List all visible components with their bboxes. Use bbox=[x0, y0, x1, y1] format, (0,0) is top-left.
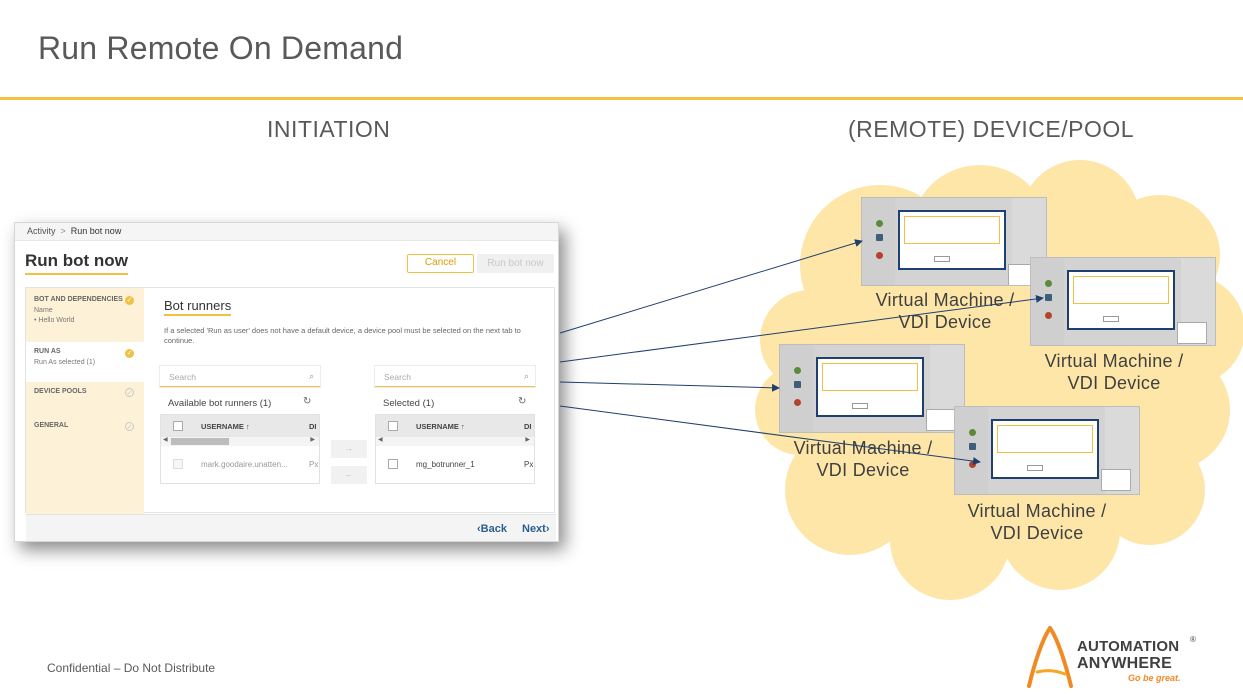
step-general[interactable]: GENERAL ✓ bbox=[34, 422, 134, 431]
confidential-footer: Confidential – Do Not Distribute bbox=[47, 661, 216, 675]
breadcrumb-separator: > bbox=[60, 226, 66, 236]
column-device[interactable]: DI bbox=[309, 422, 317, 431]
selected-heading: Selected (1) bbox=[383, 398, 435, 409]
wizard-footer: ‹Back Next› bbox=[26, 514, 556, 541]
check-icon: ✓ bbox=[125, 296, 134, 305]
vm-screen-2 bbox=[1030, 257, 1216, 346]
horizontal-scrollbar[interactable]: ◀▶ bbox=[161, 437, 319, 446]
refresh-icon[interactable]: ↻ bbox=[518, 396, 527, 407]
breadcrumb-current: Run bot now bbox=[70, 226, 122, 236]
remote-heading: (REMOTE) DEVICE/POOL bbox=[848, 116, 1135, 142]
breadcrumb-activity[interactable]: Activity bbox=[27, 226, 56, 236]
check-icon: ✓ bbox=[125, 349, 134, 358]
cancel-button[interactable]: Cancel bbox=[407, 254, 474, 273]
logo-a-icon bbox=[1027, 626, 1073, 688]
info-text: If a selected 'Run as user' does not hav… bbox=[164, 326, 521, 345]
search-icon: ⌕ bbox=[523, 371, 529, 381]
chevron-right-icon: › bbox=[545, 523, 550, 535]
table-row[interactable]: mark.goodaire.unatten... Px bbox=[161, 457, 319, 473]
section-title: Bot runners bbox=[164, 298, 232, 316]
arrow-to-vm-3 bbox=[559, 381, 780, 392]
horizontal-scrollbar[interactable]: ◀▶ bbox=[376, 437, 534, 446]
table-row[interactable]: mg_botrunner_1 Px bbox=[376, 457, 534, 473]
company-logo: AUTOMATION ® ANYWHERE Go be great. bbox=[1025, 626, 1235, 690]
title-rule bbox=[0, 97, 1243, 100]
search-icon: ⌕ bbox=[308, 371, 314, 381]
select-all-checkbox[interactable] bbox=[173, 421, 183, 431]
wizard: BOT AND DEPENDENCIES Name • Hello World … bbox=[25, 287, 556, 541]
column-username[interactable]: USERNAME ↑ bbox=[201, 422, 250, 431]
column-device[interactable]: DI bbox=[524, 422, 532, 431]
next-button[interactable]: Next› bbox=[522, 523, 550, 535]
page-title: Run bot now bbox=[25, 251, 128, 275]
selected-search-input[interactable]: Search ⌕ bbox=[375, 366, 535, 387]
vm-screen-3 bbox=[779, 344, 965, 433]
select-all-checkbox[interactable] bbox=[388, 421, 398, 431]
row-checkbox[interactable] bbox=[388, 459, 398, 469]
vm-label-4: Virtual Machine /VDI Device bbox=[967, 501, 1107, 543]
chevron-left-icon: ‹ bbox=[477, 523, 481, 535]
available-grid: USERNAME ↑ DI ◀▶ mark.goodaire.unatten..… bbox=[160, 414, 320, 484]
arrow-to-vm-2 bbox=[559, 294, 1044, 363]
step-bot-dependencies[interactable]: BOT AND DEPENDENCIES Name • Hello World … bbox=[34, 296, 134, 324]
arrow-to-vm-4 bbox=[559, 405, 981, 466]
check-icon: ✓ bbox=[125, 422, 134, 431]
row-checkbox[interactable] bbox=[173, 459, 183, 469]
column-username[interactable]: USERNAME ↑ bbox=[416, 422, 465, 431]
available-search-input[interactable]: Search ⌕ bbox=[160, 366, 320, 387]
arrow-to-vm-1 bbox=[559, 239, 863, 334]
wizard-steps: BOT AND DEPENDENCIES Name • Hello World … bbox=[26, 288, 144, 514]
move-left-button[interactable]: ← bbox=[331, 466, 367, 484]
refresh-icon[interactable]: ↻ bbox=[303, 396, 312, 407]
step-run-as[interactable]: RUN AS Run As selected (1) ✓ bbox=[26, 342, 144, 382]
move-right-button[interactable]: → bbox=[331, 440, 367, 458]
step-device-pools[interactable]: DEVICE POOLS ✓ bbox=[34, 388, 134, 397]
vm-label-2: Virtual Machine /VDI Device bbox=[1044, 351, 1184, 393]
vm-label-1: Virtual Machine /VDI Device bbox=[875, 290, 1015, 332]
vm-label-3: Virtual Machine /VDI Device bbox=[793, 438, 933, 480]
initiation-heading: INITIATION bbox=[267, 116, 391, 142]
check-icon: ✓ bbox=[125, 388, 134, 397]
slide-title: Run Remote On Demand bbox=[38, 30, 404, 66]
vm-screen-4 bbox=[954, 406, 1140, 495]
bot-runners-panel: Bot runners If a selected 'Run as user' … bbox=[144, 288, 556, 514]
back-button[interactable]: ‹Back bbox=[477, 523, 507, 535]
selected-grid: USERNAME ↑ DI ◀▶ mg_botrunner_1 Px bbox=[375, 414, 535, 484]
run-bot-now-button[interactable]: Run bot now bbox=[477, 254, 554, 273]
run-bot-screenshot: Activity>Run bot now Run bot now Cancel … bbox=[14, 222, 559, 542]
available-heading: Available bot runners (1) bbox=[168, 398, 272, 409]
breadcrumb: Activity > Run bot now bbox=[27, 226, 121, 236]
